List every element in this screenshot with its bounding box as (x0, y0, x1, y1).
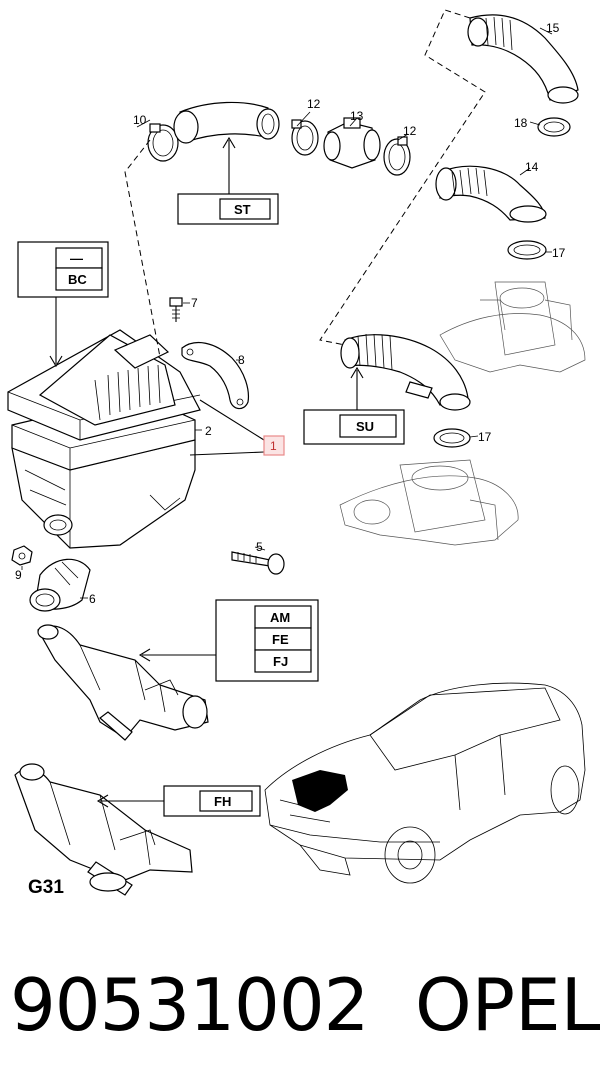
clamp-part-18 (537, 117, 571, 137)
sensor-part-13 (323, 117, 381, 169)
code-table-fh: FH (163, 785, 261, 817)
hose-part-6 (29, 558, 91, 612)
code-fh: FH (214, 794, 231, 809)
highlight-callout-label: 1 (270, 439, 277, 453)
dashed-routing (124, 9, 486, 358)
screw-part-7 (169, 297, 183, 322)
hose-part-16 (340, 333, 471, 411)
code-table-am-fe-fj: AM FE FJ (215, 599, 319, 682)
callout-5: 5 (256, 540, 263, 554)
callout-12a: 12 (307, 97, 321, 111)
hose-part-11 (173, 101, 280, 144)
callout-17a: 17 (552, 246, 566, 260)
clamp-part-10 (147, 123, 179, 162)
air-filter-housing (7, 329, 201, 549)
code-am: AM (270, 610, 290, 625)
screw-part-5 (231, 551, 285, 575)
callout-8: 8 (238, 353, 245, 367)
bracket-part-8 (181, 341, 250, 410)
footer: 90531002 OPEL (0, 955, 600, 1065)
throttle-body-sketch-upper (439, 281, 586, 373)
clamp-part-12b (383, 136, 411, 176)
group-label: G31 (28, 877, 64, 898)
parts-diagram: 1 2 3 4 5 6 7 8 9 10 11 12 12 13 14 15 1… (7, 9, 586, 898)
hose-part-15 (467, 14, 579, 104)
hose-part-14 (435, 165, 547, 223)
clamp-part-12a (291, 119, 319, 156)
leader-lines (21, 27, 553, 808)
clamp-part-17a (507, 240, 547, 260)
code-bc: BC (68, 272, 87, 287)
callout-7: 7 (191, 296, 198, 310)
code-st: ST (234, 202, 251, 217)
code-table-bc: — BC (17, 241, 109, 298)
callout-15: 15 (546, 21, 560, 35)
code-table-su: SU (303, 409, 405, 445)
throttle-body-sketch-lower (339, 459, 519, 546)
code-su: SU (356, 419, 374, 434)
code-table-st: ST (177, 193, 279, 225)
callout-18: 18 (514, 116, 528, 130)
code-fe: FE (272, 632, 289, 647)
callout-12b: 12 (403, 124, 417, 138)
intake-duct-part-4 (14, 763, 193, 896)
callout-17b: 17 (478, 430, 492, 444)
callout-10: 10 (133, 113, 147, 127)
nut-part-9 (11, 545, 33, 566)
highlight-callout[interactable]: 1 (263, 435, 285, 456)
code-bc-top: — (70, 251, 83, 266)
callout-6: 6 (89, 592, 96, 606)
callout-2: 2 (205, 424, 212, 438)
callout-14: 14 (525, 160, 539, 174)
brand-name: OPEL (415, 963, 600, 1047)
callout-13: 13 (350, 109, 364, 123)
code-fj: FJ (273, 654, 288, 669)
clamp-part-17b (433, 428, 471, 448)
intake-duct-part-3 (37, 624, 209, 741)
car-illustration (264, 682, 586, 884)
callout-9: 9 (15, 568, 22, 582)
part-number: 90531002 (10, 963, 369, 1047)
